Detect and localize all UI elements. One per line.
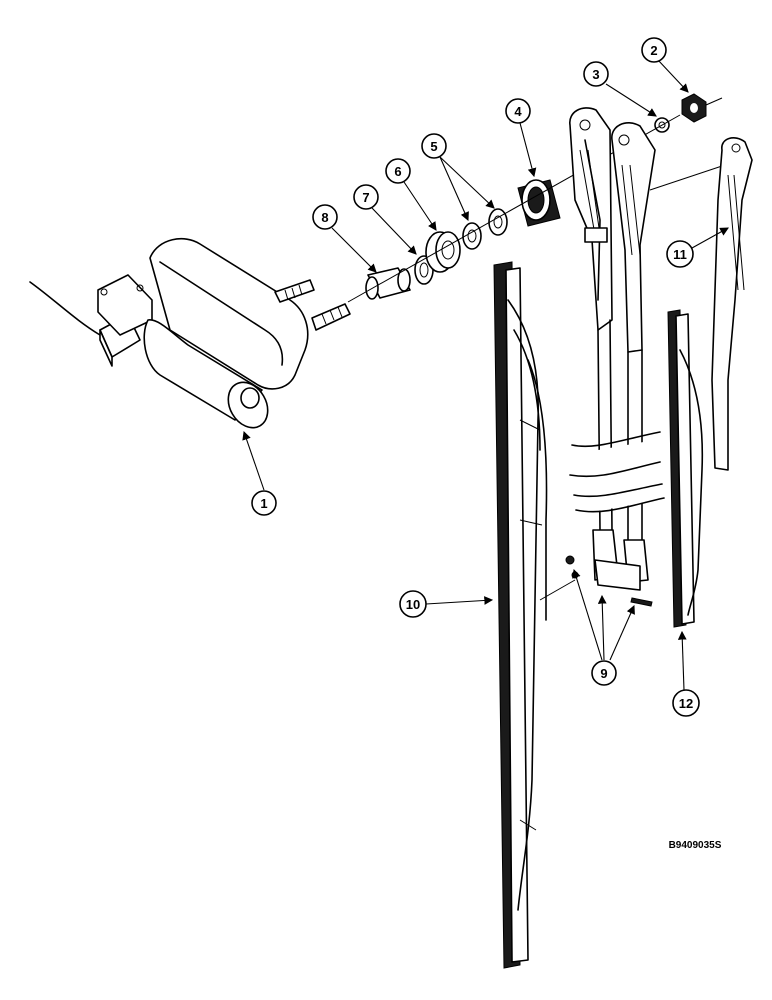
svg-text:9: 9: [600, 666, 607, 681]
nut-part-2: [681, 93, 723, 123]
callout-1: 1: [242, 430, 277, 516]
svg-text:2: 2: [650, 43, 657, 58]
callout-3: 3: [583, 61, 657, 117]
callout-8: 8: [312, 204, 377, 273]
svg-text:6: 6: [394, 164, 401, 179]
callout-4: 4: [505, 98, 537, 178]
svg-text:5: 5: [430, 139, 437, 154]
svg-text:7: 7: [362, 190, 369, 205]
wiper-arm-pair: [565, 107, 665, 607]
wiper-arm-part-11: [711, 137, 753, 471]
callout-12: 12: [672, 630, 700, 717]
wiper-blade-part-10: [493, 261, 576, 969]
svg-text:4: 4: [514, 104, 522, 119]
callout-11: 11: [666, 227, 729, 268]
svg-text:3: 3: [592, 67, 599, 82]
svg-text:8: 8: [321, 210, 328, 225]
wiper-blade-part-12: [667, 309, 704, 628]
callout-6: 6: [385, 158, 437, 231]
nut-pair-part-5: [462, 208, 508, 250]
callout-10: 10: [399, 590, 494, 618]
reference-code: B9409035S: [669, 840, 722, 851]
svg-text:1: 1: [260, 496, 267, 511]
callout-5: 5: [421, 133, 495, 222]
callout-7: 7: [353, 184, 417, 255]
wiper-motor: [29, 237, 351, 429]
svg-text:11: 11: [673, 247, 687, 262]
callout-2: 2: [641, 37, 689, 93]
callout-9: 9: [572, 568, 635, 686]
dust-cap-part-4: [517, 179, 561, 227]
svg-text:12: 12: [679, 696, 693, 711]
bushing-part-6: [425, 231, 461, 273]
svg-text:10: 10: [406, 597, 420, 612]
sleeve-part-8: [365, 267, 411, 300]
